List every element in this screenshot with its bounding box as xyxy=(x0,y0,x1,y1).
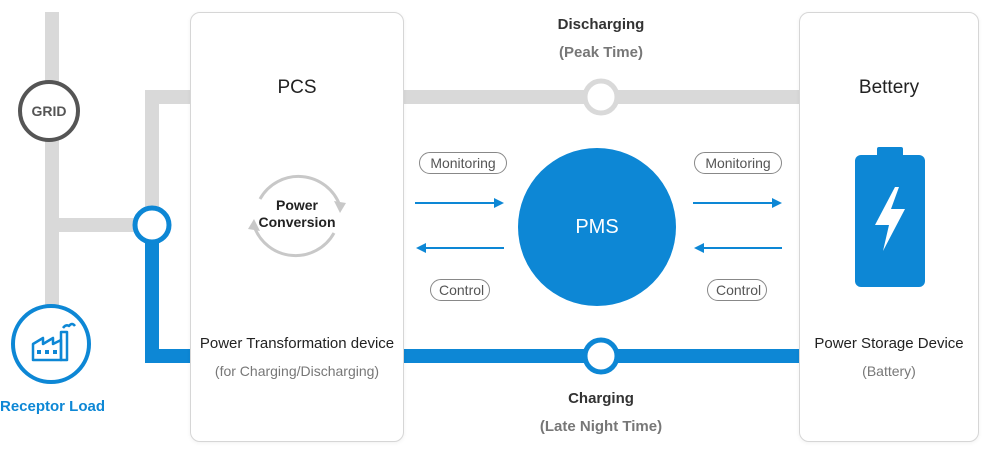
pms-circle: PMS xyxy=(518,148,676,306)
right-monitoring-pill: Monitoring xyxy=(694,152,782,174)
charging-sublabel: (Late Night Time) xyxy=(539,418,663,435)
battery-icon xyxy=(855,147,925,287)
discharging-label: Discharging xyxy=(557,16,645,33)
pcs-box: PCS Power Conversion Power Transformatio… xyxy=(190,12,404,442)
receptor-load-node xyxy=(11,304,91,384)
pms-label: PMS xyxy=(575,216,619,238)
right-control-arrowhead xyxy=(694,243,704,253)
battery-title: Bettery xyxy=(858,77,920,98)
right-monitor-arrowhead xyxy=(772,198,782,208)
junction-node xyxy=(132,205,172,245)
battery-box: Bettery Power Storage Device (Battery) xyxy=(799,12,979,442)
lightning-icon xyxy=(875,187,905,251)
pcs-caption: Power Transformation device xyxy=(199,335,395,352)
grid-label: GRID xyxy=(31,103,67,119)
charging-node xyxy=(582,337,620,375)
pcs-title: PCS xyxy=(277,77,317,98)
battery-caption: Power Storage Device xyxy=(814,335,964,352)
charging-label: Charging xyxy=(568,390,634,407)
discharging-node xyxy=(582,78,620,116)
left-monitoring-pill: Monitoring xyxy=(419,152,507,174)
left-monitor-arrowhead xyxy=(494,198,504,208)
factory-icon xyxy=(31,322,76,362)
receptor-load-label: Receptor Load xyxy=(0,398,106,415)
right-control-pill: Control xyxy=(707,279,767,301)
conversion-cycle-icon xyxy=(248,174,346,258)
pcs-subcaption: (for Charging/Discharging) xyxy=(214,363,380,379)
power-conversion-label: Power Conversion xyxy=(258,197,336,230)
left-control-pill: Control xyxy=(430,279,490,301)
discharging-sublabel: (Peak Time) xyxy=(559,44,643,61)
left-control-arrowhead xyxy=(416,243,426,253)
grid-node: GRID xyxy=(18,80,80,142)
battery-subcaption: (Battery) xyxy=(862,363,916,379)
